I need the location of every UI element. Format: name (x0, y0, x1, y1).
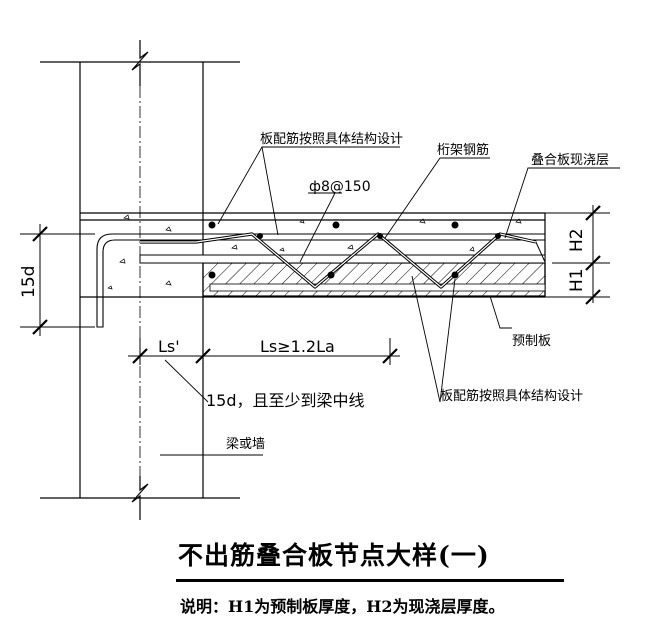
h1-label: H1 (567, 268, 587, 292)
precast-slab-label: 预制板 (512, 334, 551, 349)
h-dimension (545, 205, 610, 305)
slab-rebar-top-label: 板配筋按照具体结构设计 (260, 131, 403, 147)
h2-label: H2 (567, 228, 587, 252)
cast-layer-label: 叠合板现浇层 (531, 153, 609, 168)
leader-lines (160, 146, 620, 456)
cast-layer-step (534, 239, 546, 263)
concrete-aggregate-marks (107, 214, 522, 290)
truss-rebar-inner (140, 233, 537, 288)
15d-label: 15d (19, 266, 39, 298)
rebar-spec-label: ф8@150 (309, 179, 371, 195)
slab-outline (80, 212, 546, 298)
title-underline (176, 579, 564, 582)
drawing-note: 说明：H1为预制板厚度，H2为现浇层厚度。 (180, 597, 505, 616)
slab-rebar-bottom-label: 板配筋按照具体结构设计 (440, 388, 583, 404)
ls-prime-label: Ls' (158, 337, 180, 356)
ls-dimension (128, 338, 400, 365)
rebar-dots (208, 221, 501, 279)
ls-rule-label: Ls≥1.2La (260, 337, 335, 356)
top-rebar (96, 233, 545, 328)
beam-or-wall-column (40, 40, 240, 520)
precast-slab-inner-line (209, 283, 546, 292)
truss-rebar-label: 桁架钢筋 (437, 142, 489, 158)
15d-dimension (20, 224, 95, 336)
anchor-note-label: 15d，且至少到梁中线 (206, 391, 365, 410)
drawing-title: 不出筋叠合板节点大样(一) (178, 541, 490, 570)
beam-or-wall-label: 梁或墙 (226, 437, 265, 452)
